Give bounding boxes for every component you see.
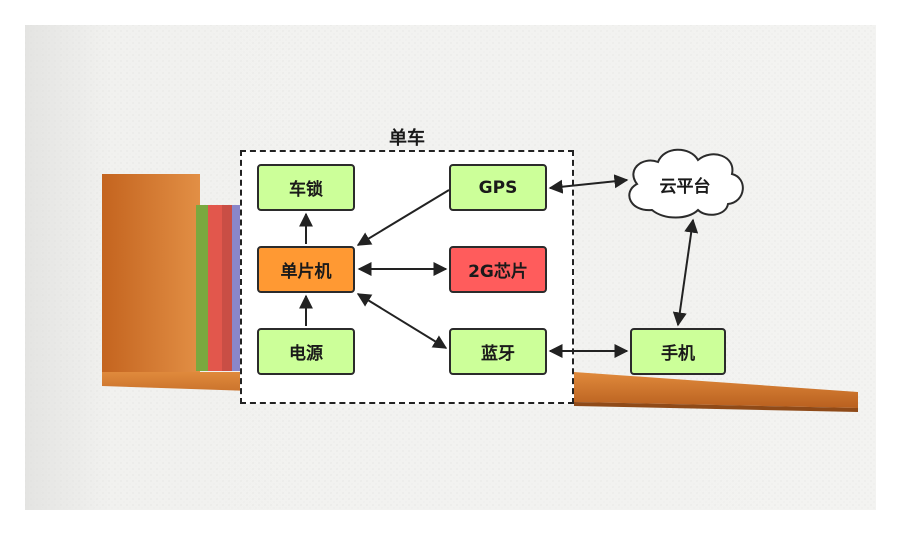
shelf-bookend [102, 174, 200, 374]
node-2g-chip[interactable]: 2G芯片 [449, 246, 547, 293]
shelf-edge [574, 402, 858, 412]
book-red-dark [222, 205, 232, 371]
node-power[interactable]: 电源 [257, 328, 355, 375]
node-gps[interactable]: GPS [449, 164, 547, 211]
node-cloud-label: 云平台 [659, 177, 711, 197]
node-lock[interactable]: 车锁 [257, 164, 355, 211]
node-mcu[interactable]: 单片机 [257, 246, 355, 293]
book-green [196, 205, 208, 371]
node-phone[interactable]: 手机 [630, 328, 726, 375]
node-cloud-shape[interactable] [628, 148, 744, 219]
boundary-title: 单车 [389, 128, 425, 149]
book-purple [232, 205, 240, 371]
book-red [208, 205, 222, 371]
node-bluetooth[interactable]: 蓝牙 [449, 328, 547, 375]
